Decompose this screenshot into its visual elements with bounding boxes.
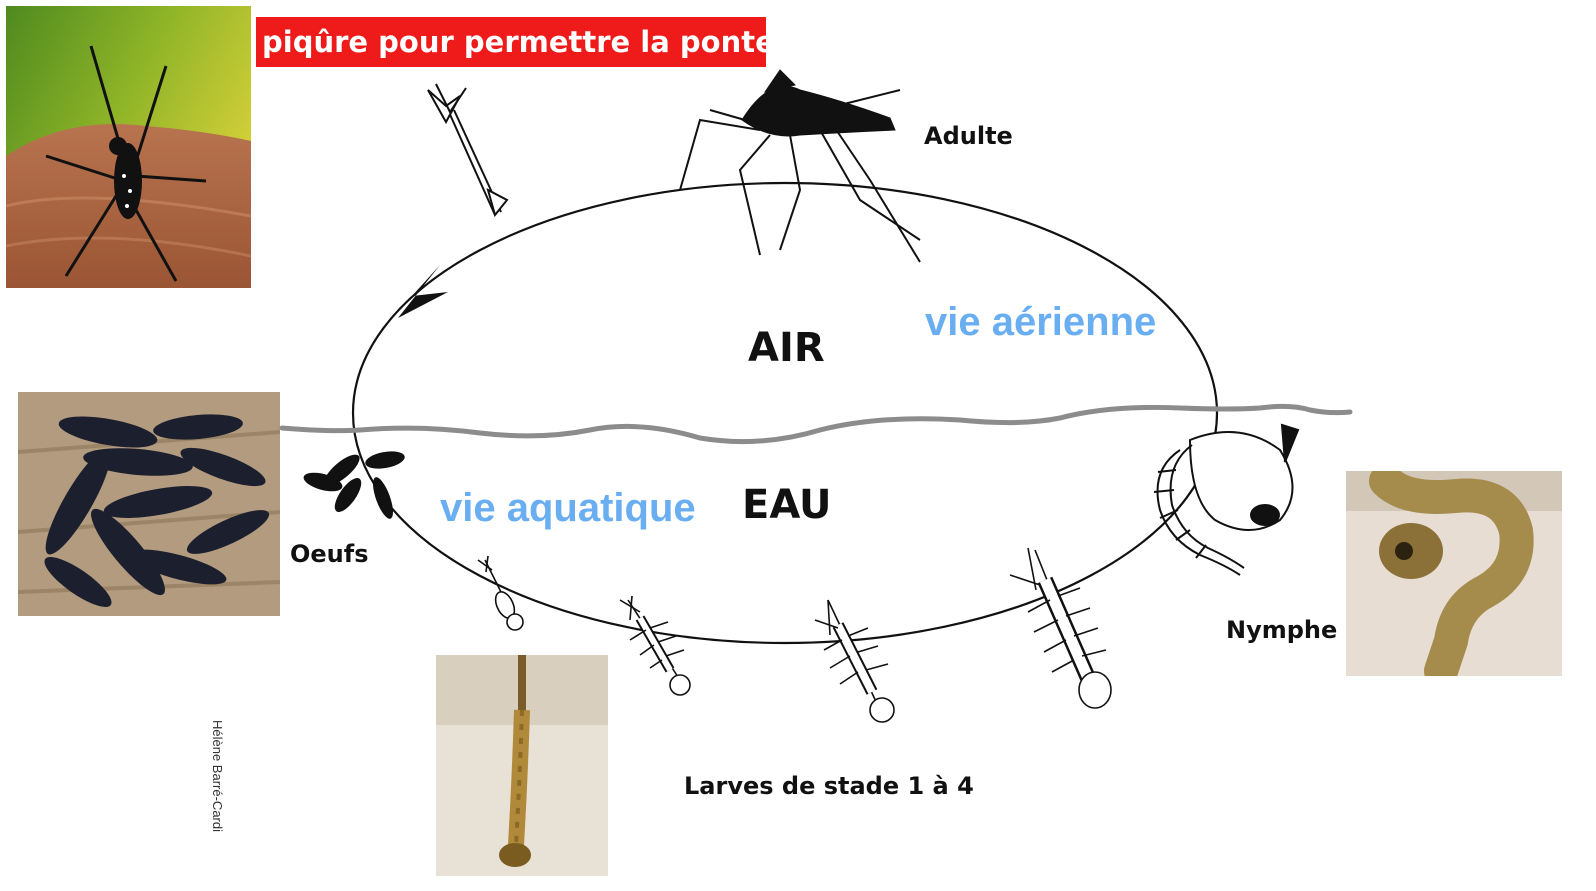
label-adulte: Adulte [924, 122, 1013, 150]
water-surface-line [282, 406, 1350, 441]
label-nymphe: Nymphe [1226, 616, 1337, 644]
adult-mosquito-drawing [680, 70, 920, 262]
label-vie-aerienne: vie aérienne [925, 300, 1156, 345]
label-eau: EAU [742, 482, 832, 528]
label-larves: Larves de stade 1 à 4 [684, 772, 974, 800]
larva-stage-3 [815, 600, 894, 722]
pupa-drawing [1154, 425, 1298, 575]
bite-banner: piqûre pour permettre la ponte [256, 17, 766, 67]
label-vie-aquatique: vie aquatique [440, 486, 696, 531]
photo-credit: Hélène Barré-Cardi [210, 720, 225, 860]
eggs-drawing [302, 449, 406, 521]
larva-stage-2 [620, 596, 690, 695]
label-oeufs: Oeufs [290, 540, 369, 568]
bite-arrow [428, 84, 507, 215]
label-air: AIR [748, 325, 825, 371]
